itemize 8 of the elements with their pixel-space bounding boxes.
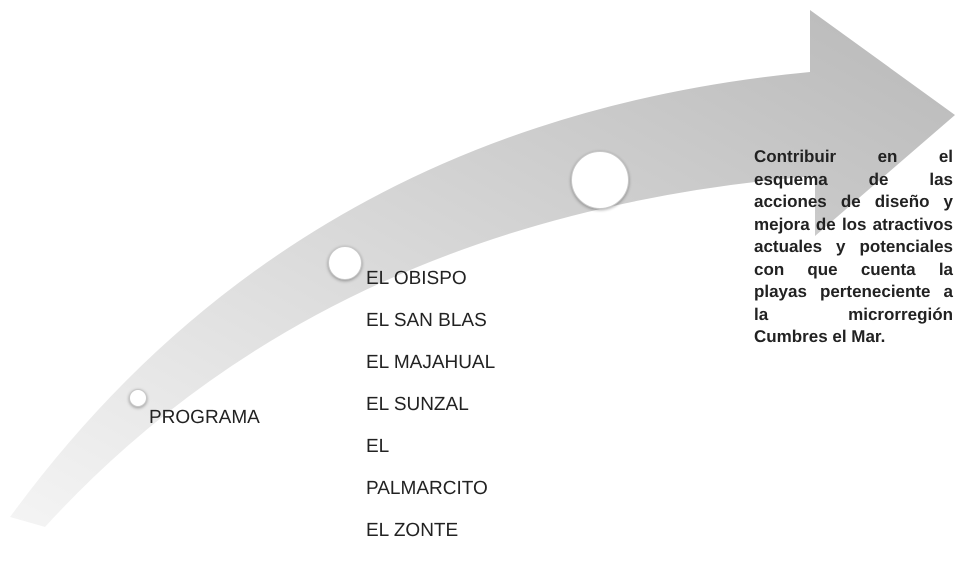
list-item: EL MAJAHUAL — [366, 351, 496, 375]
list-item: EL SUNZAL — [366, 393, 470, 417]
list-item: EL PALMARCITO — [366, 435, 489, 501]
list-item: EL SAN BLAS — [366, 309, 488, 333]
list-item: EL OBISPO — [366, 267, 468, 291]
step-label: PROGRAMA — [149, 406, 259, 430]
description-text: Contribuir en el esquema de las acciones de diseño y mejora de los atractivos actuales y potenciales con que cuenta la playas perteneciente a la microrregión Cumbres el Mar. — [754, 146, 953, 348]
list-item: EL ZONTE — [366, 519, 460, 543]
